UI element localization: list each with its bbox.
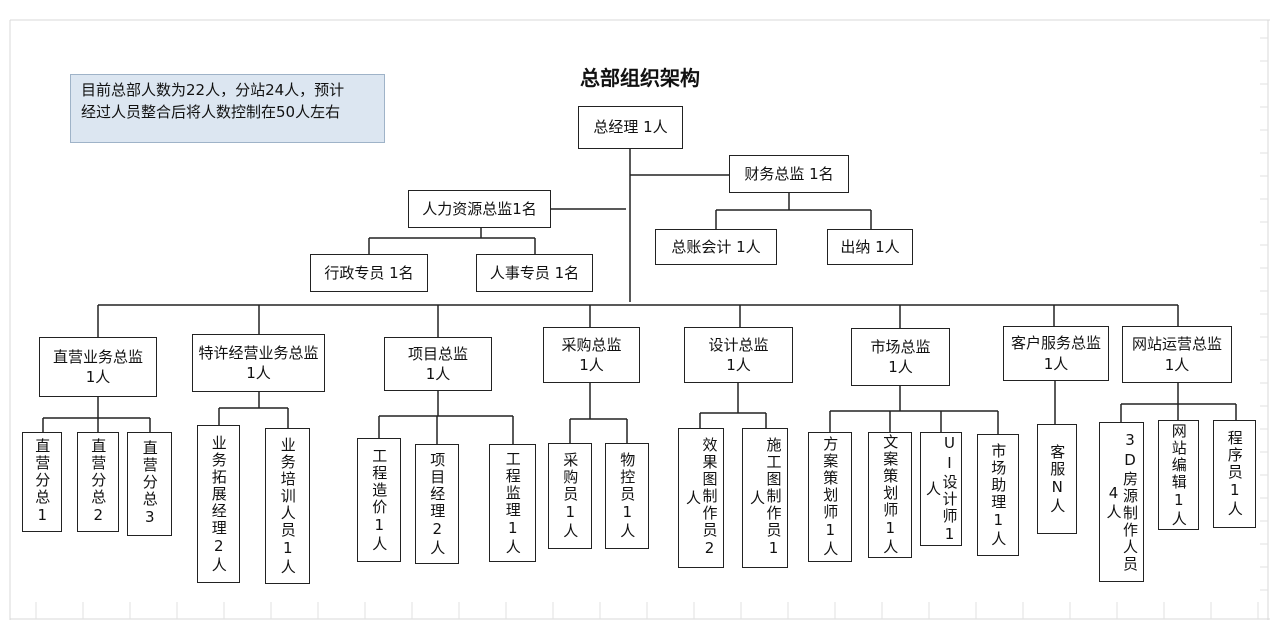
leaf-direct-branch-2[interactable]: 直营分总2 (77, 432, 119, 532)
leaf-rendering-designer[interactable]: 效果图制作员2人 (678, 428, 724, 568)
dept-box-design[interactable]: 设计总监 1人 (684, 327, 793, 383)
dept-title: 市场总监 (870, 337, 931, 356)
dept-count: 1人 (579, 356, 604, 374)
dept-count: 1人 (425, 365, 451, 383)
dept-count: 1人 (1043, 354, 1069, 373)
leaf-construction-drafter[interactable]: 施工图制作员1人 (742, 428, 788, 568)
cashier-label: 出纳 1人 (840, 237, 900, 256)
dept-box-customer-service[interactable]: 客户服务总监 1人 (1003, 326, 1109, 381)
ceo-label: 总经理 1人 (593, 118, 668, 137)
leaf-customer-service-agent[interactable]: 客服N人 (1037, 424, 1077, 534)
leaf-direct-branch-3[interactable]: 直营分总3 (127, 432, 172, 536)
leaf-material-controller[interactable]: 物控员1人 (605, 443, 649, 549)
leaf-marketing-assistant[interactable]: 市场助理1人 (977, 434, 1019, 556)
cashier-box[interactable]: 出纳 1人 (827, 229, 913, 265)
leaf-project-manager[interactable]: 项目经理2人 (415, 444, 459, 564)
cfo-box[interactable]: 财务总监 1名 (729, 155, 849, 193)
leaf-web-editor[interactable]: 网站编辑1人 (1158, 420, 1199, 530)
leaf-business-trainer[interactable]: 业务培训人员1人 (265, 428, 310, 584)
dept-count: 1人 (246, 364, 271, 382)
dept-box-marketing[interactable]: 市场总监 1人 (851, 328, 950, 386)
leaf-purchaser[interactable]: 采购员1人 (548, 443, 592, 549)
dept-title: 特许经营业务总监 (198, 343, 319, 362)
admin-specialist-box[interactable]: 行政专员 1名 (310, 254, 428, 292)
dept-box-direct-ops[interactable]: 直营业务总监 1人 (39, 337, 157, 397)
leaf-copywriter[interactable]: 文案策划师1人 (868, 432, 912, 558)
dept-box-web-operations[interactable]: 网站运营总监 1人 (1122, 326, 1232, 383)
dept-count: 1人 (888, 358, 913, 376)
leaf-programmer[interactable]: 程序员1人 (1213, 420, 1256, 528)
dept-title: 项目总监 (407, 344, 468, 363)
leaf-campaign-planner[interactable]: 方案策划师1人 (808, 432, 852, 562)
leaf-business-dev-manager[interactable]: 业务拓展经理2人 (197, 425, 240, 583)
hr-director-box[interactable]: 人力资源总监1名 (408, 190, 551, 228)
hr-director-label: 人力资源总监1名 (422, 199, 537, 218)
note-line-2: 经过人员整合后将人数控制在50人左右 (81, 102, 341, 121)
leaf-direct-branch-1[interactable]: 直营分总1 (22, 432, 62, 532)
ceo-box[interactable]: 总经理 1人 (578, 106, 683, 149)
personnel-specialist-label: 人事专员 1名 (489, 263, 580, 282)
note-line-1: 目前总部人数为22人，分站24人，预计 (81, 81, 345, 99)
dept-box-purchasing[interactable]: 采购总监 1人 (543, 327, 640, 383)
dept-count: 1人 (85, 368, 111, 386)
dept-title: 直营业务总监 (52, 347, 143, 366)
dept-title: 设计总监 (708, 335, 769, 354)
dept-box-project[interactable]: 项目总监 1人 (384, 337, 492, 391)
dept-title: 客户服务总监 (1010, 334, 1101, 353)
accountant-label: 总账会计 1人 (671, 237, 761, 256)
admin-specialist-label: 行政专员 1名 (324, 263, 414, 282)
leaf-cost-engineer[interactable]: 工程造价1人 (357, 438, 401, 562)
leaf-site-supervisor[interactable]: 工程监理1人 (489, 444, 536, 562)
dept-count: 1人 (726, 356, 751, 374)
accountant-box[interactable]: 总账会计 1人 (655, 229, 777, 265)
chart-title: 总部组织架构 (580, 66, 700, 90)
headcount-note[interactable]: 目前总部人数为22人，分站24人，预计 经过人员整合后将人数控制在50人左右 (70, 74, 385, 143)
dept-box-franchise[interactable]: 特许经营业务总监 1人 (192, 334, 325, 392)
personnel-specialist-box[interactable]: 人事专员 1名 (476, 254, 593, 292)
dept-title: 网站运营总监 (1131, 335, 1222, 354)
dept-title: 采购总监 (561, 335, 622, 354)
cfo-label: 财务总监 1名 (744, 164, 834, 183)
leaf-3d-listing-producer[interactable]: 3D房源制作人员4人 (1099, 422, 1144, 582)
dept-count: 1人 (1164, 355, 1190, 374)
leaf-ui-designer[interactable]: UI设计师1人 (920, 432, 962, 546)
